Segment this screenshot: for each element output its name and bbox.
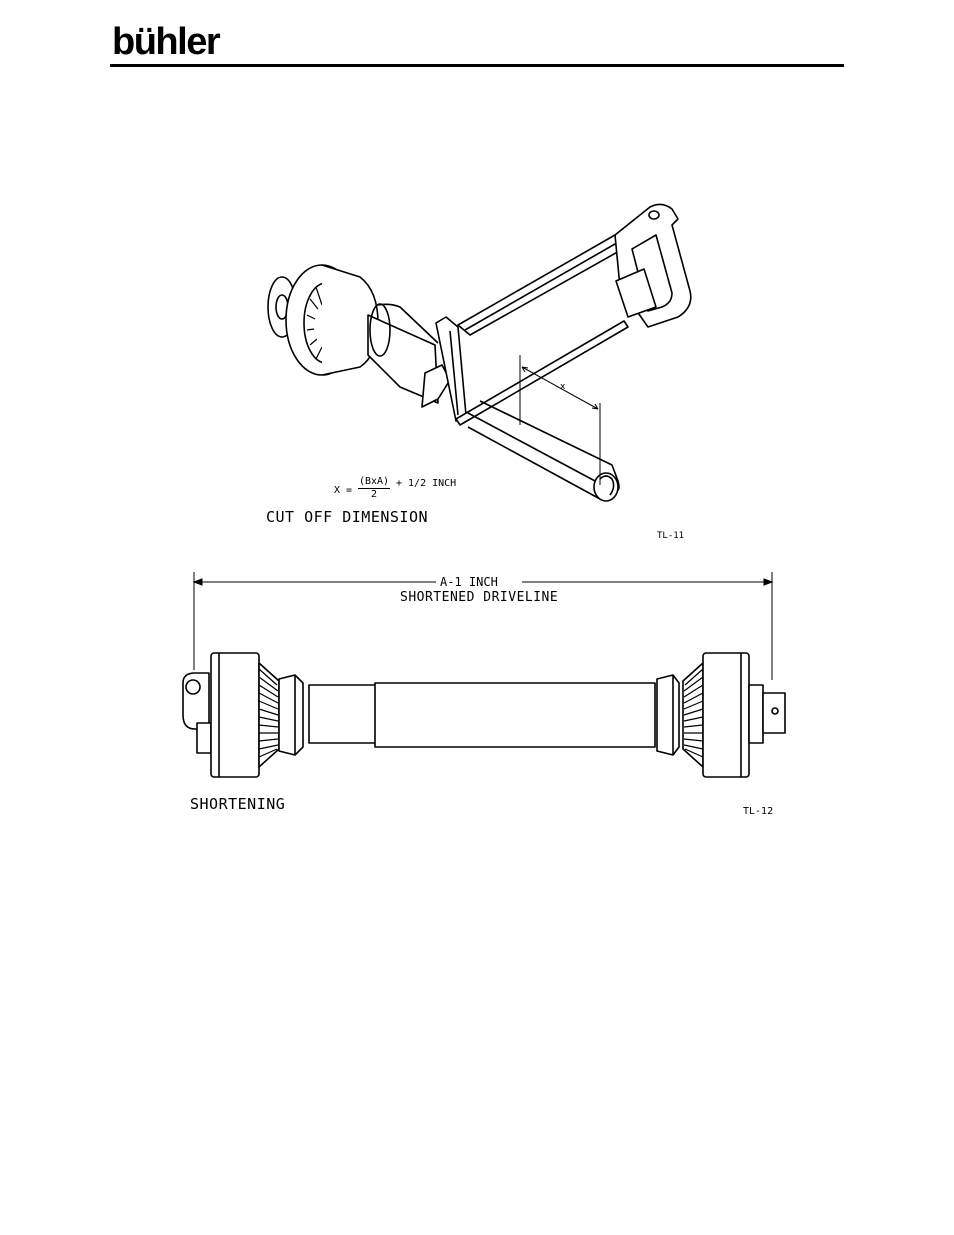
dimension-driveline-label: SHORTENED DRIVELINE <box>400 590 559 605</box>
formula-numerator: (BxA) <box>358 476 390 489</box>
dimension-a-label: A-1 INCH <box>440 575 498 589</box>
dimension-x-label: x <box>560 382 566 392</box>
shortened-dimension-line <box>192 572 774 680</box>
driveline-illustration <box>182 652 786 778</box>
shortening-caption: SHORTENING <box>190 795 286 813</box>
formula-tail: + 1/2 INCH <box>396 478 457 489</box>
cut-off-caption: CUT OFF DIMENSION <box>266 508 429 526</box>
header-rule <box>110 64 844 67</box>
formula-x: X = <box>334 485 353 496</box>
ref-tl-12: TL-12 <box>743 806 774 817</box>
ref-tl-11: TL-11 <box>657 531 685 541</box>
formula-denominator: 2 <box>370 489 378 500</box>
formula-fraction: (BxA) 2 <box>358 476 390 500</box>
buhler-logo: bühler <box>112 21 221 63</box>
cut-off-illustration: x <box>267 203 692 502</box>
